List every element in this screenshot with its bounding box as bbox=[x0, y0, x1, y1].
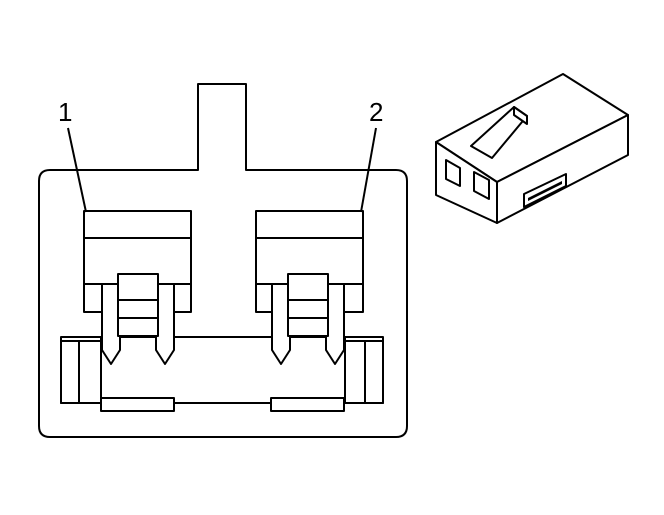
lock-bar-right bbox=[270, 397, 345, 412]
connector-face-view: 1 2 bbox=[38, 83, 408, 438]
pin-label-2: 2 bbox=[369, 97, 383, 127]
terminal-cavity-2 bbox=[255, 210, 364, 365]
terminal-window-2 bbox=[473, 171, 490, 200]
carrier-end-left bbox=[60, 340, 102, 404]
terminal-window-1 bbox=[445, 159, 461, 187]
pin-1-leader bbox=[67, 127, 87, 213]
carrier-inner bbox=[100, 336, 346, 404]
connector-isometric-view bbox=[435, 73, 629, 224]
pin-label-1: 1 bbox=[58, 97, 72, 127]
terminal-cavity-1 bbox=[83, 210, 192, 365]
pin-2-leader bbox=[360, 127, 377, 213]
lock-bar-left bbox=[100, 397, 175, 412]
